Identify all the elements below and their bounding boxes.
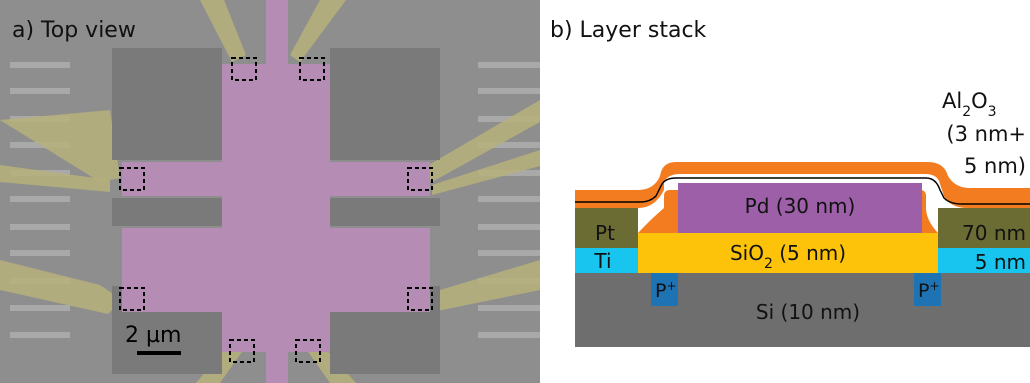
gold-lead	[200, 0, 246, 62]
layer-stack-panel: b) Layer stack Pd (30 nm) Pt Ti SiO2 (5 …	[550, 18, 1030, 347]
pd-cross-shape	[122, 64, 430, 352]
gold-lead	[0, 165, 110, 192]
contact-box	[407, 287, 433, 311]
stripe-right	[478, 305, 540, 311]
pd-top-lead	[266, 0, 288, 64]
contact-box	[119, 287, 145, 311]
interface-line	[575, 177, 1030, 205]
sem-top-view-panel: a) Top view 2 µm	[0, 0, 540, 383]
sio2-label: SiO2 (5 nm)	[730, 241, 846, 272]
al2o3-label: Al2O3	[942, 89, 997, 120]
gold-lead	[432, 150, 540, 195]
stripe-left	[10, 332, 70, 338]
contact-boxes	[119, 57, 433, 363]
al2o3-sidewall-left	[638, 190, 678, 233]
pd-layer	[678, 183, 922, 233]
gold-lead	[290, 0, 346, 62]
gold-lead	[420, 260, 540, 312]
gold-lead	[420, 100, 540, 182]
inner-pad	[112, 198, 222, 226]
stripe-right	[478, 250, 540, 256]
contact-box	[231, 57, 257, 81]
pt-layer-left	[575, 208, 638, 248]
si-label: Si (10 nm)	[756, 300, 860, 324]
al2o3-thickness-line1: (3 nm+	[946, 122, 1026, 146]
p-plus-left-label: P+	[655, 279, 677, 302]
panel-b-title: b) Layer stack	[550, 18, 707, 43]
al2o3-thickness-line2: 5 nm)	[964, 154, 1026, 178]
stripe-left	[10, 62, 70, 68]
gold-lead	[0, 260, 122, 314]
stripe-left	[10, 250, 70, 256]
contact-box	[299, 57, 325, 81]
si-layer	[575, 273, 1030, 347]
stripe-right	[478, 88, 540, 94]
stripe-right	[478, 142, 540, 148]
inner-pad	[330, 198, 440, 226]
pt-label: Pt	[595, 221, 615, 245]
pd-label: Pd (30 nm)	[745, 194, 856, 218]
stripe-right	[478, 332, 540, 338]
square-pad	[330, 48, 440, 160]
pt-layer-right	[938, 208, 1030, 248]
sio2-layer	[638, 233, 938, 273]
contact-box	[229, 339, 255, 363]
ti-layer-left	[575, 248, 638, 273]
pd-bottom-lead	[266, 352, 288, 383]
stripe-left	[10, 88, 70, 94]
scale-bar-label: 2 µm	[125, 323, 181, 348]
stripe-right	[478, 224, 540, 230]
contact-box	[119, 167, 145, 191]
ti-label: Ti	[593, 249, 611, 273]
ti-thickness-label: 5 nm	[975, 250, 1026, 274]
pt-thickness-label: 70 nm	[962, 221, 1026, 245]
panel-a-title: a) Top view	[12, 18, 136, 43]
pd-cross	[122, 0, 430, 383]
p-plus-right	[914, 273, 941, 306]
stripe-left	[10, 224, 70, 230]
contact-box	[295, 339, 321, 363]
stripe-left	[10, 305, 70, 311]
ti-layer-right	[938, 248, 1030, 273]
al2o3-layer	[575, 162, 1030, 208]
stripe-right	[478, 62, 540, 68]
p-plus-left	[651, 273, 678, 306]
contact-box	[407, 167, 433, 191]
square-pad	[112, 48, 222, 160]
stripe-left	[10, 142, 70, 148]
gold-lead	[0, 110, 120, 182]
stripe-left	[10, 196, 70, 202]
al2o3-sidewall-right	[920, 190, 938, 233]
p-plus-right-label: P+	[918, 279, 940, 302]
stripe-right	[478, 196, 540, 202]
